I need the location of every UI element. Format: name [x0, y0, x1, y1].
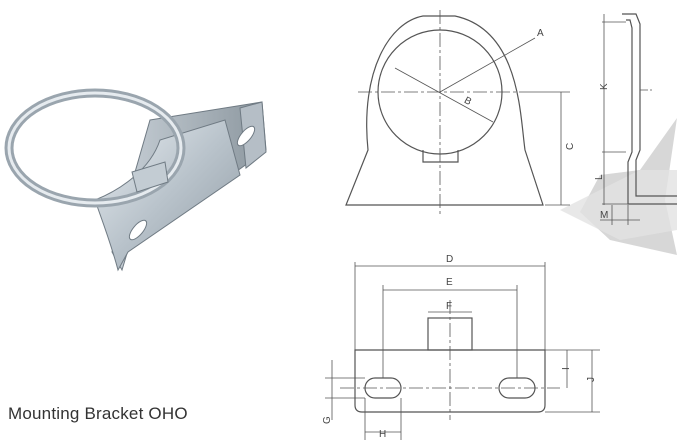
product-caption: Mounting Bracket OHO	[8, 404, 188, 423]
label-l: L	[594, 174, 605, 180]
label-f: F	[446, 301, 452, 312]
label-e: E	[446, 277, 453, 288]
label-c: C	[565, 143, 576, 150]
side-view	[600, 13, 677, 225]
label-g: G	[322, 416, 333, 424]
label-b: B	[462, 95, 473, 108]
label-k: K	[599, 83, 610, 90]
label-a: A	[537, 28, 544, 39]
bottom-view	[325, 262, 600, 440]
label-j: J	[586, 377, 597, 382]
label-m: M	[600, 210, 608, 221]
watermark-shape	[560, 118, 677, 255]
label-h: H	[379, 429, 386, 440]
bracket-photo	[4, 88, 267, 272]
front-view	[345, 10, 570, 215]
label-d: D	[446, 254, 453, 265]
label-i: I	[561, 367, 572, 370]
